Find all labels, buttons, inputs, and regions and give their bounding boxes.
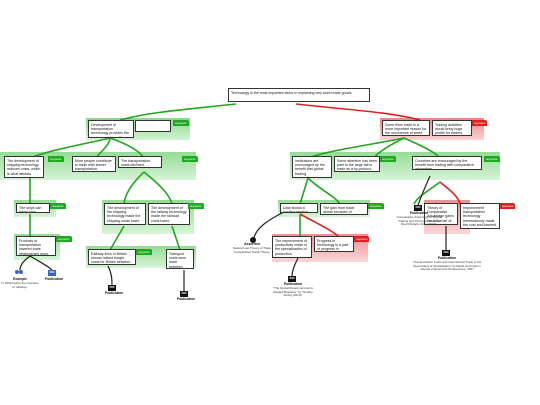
link-src-pub5 xyxy=(417,175,431,207)
node-more-attention[interactable]: Some attention has been paid to the larg… xyxy=(334,156,380,172)
node-institutions[interactable]: Institutions are encouraged by the benef… xyxy=(292,156,332,178)
node-trade-flows[interactable]: Data shows a positive relation with prod… xyxy=(280,203,318,213)
node-transport-costs[interactable]: Transport costs were lower between Chica… xyxy=(166,249,194,269)
node-other-factors[interactable]: Some think trade is a more important rea… xyxy=(382,120,430,136)
node-improvement-productivity[interactable]: The improvement of productivity made in … xyxy=(272,236,312,258)
src-pub5-text: Comparative Advantage of Global Trading … xyxy=(396,214,442,227)
supports-tab-10: supports xyxy=(136,249,152,255)
link-l3b-l4 xyxy=(109,225,125,251)
link-l3c-l4 xyxy=(171,225,181,251)
node-goods-transports[interactable]: Products of transportation lowered trade… xyxy=(16,236,56,256)
node-more-integration[interactable]: Improvement transportation technology tr… xyxy=(460,203,500,229)
link-root-left xyxy=(119,103,237,121)
src-pub5-type: Publication xyxy=(409,211,429,215)
link-l2d-l3 xyxy=(299,177,309,205)
opposes-tab-3: opposes xyxy=(354,236,370,242)
src-pub4-type: Publication xyxy=(283,282,303,286)
publication-icon-5 xyxy=(414,205,422,211)
supports-tab-3: supports xyxy=(182,156,198,162)
src-pub4-text: "The Global Poverty Economy Regard Busin… xyxy=(272,285,314,298)
supports-tab-5: supports xyxy=(484,156,500,162)
node-trans-lower[interactable]: The transportation costs declined. xyxy=(118,156,162,168)
src-pub1[interactable]: Publication xyxy=(42,277,66,282)
src-pub6-type: Publication xyxy=(437,256,457,260)
supports-tab: supports xyxy=(173,120,189,126)
src-pub2[interactable]: Publication xyxy=(102,291,126,296)
assertion-icon xyxy=(250,237,256,243)
link-other-l2a xyxy=(307,137,405,159)
src-pub3-type: Publication xyxy=(176,297,196,301)
src-pub3[interactable]: Publication xyxy=(174,297,198,302)
link-l2f-l3a xyxy=(413,181,441,205)
node-tech-shipping-cost2[interactable]: The development of the shipping technolo… xyxy=(104,203,146,225)
example-icon xyxy=(15,270,23,274)
node-blank-left[interactable] xyxy=(135,120,171,132)
link-src-example xyxy=(19,255,31,271)
root-claim[interactable]: Technology is the most important factor … xyxy=(228,88,370,102)
src-example-type: Example xyxy=(13,277,27,281)
publication-icon-6 xyxy=(442,250,450,256)
node-tech-transport[interactable]: Development of transportation technology… xyxy=(88,120,134,138)
src-pub2-type: Publication xyxy=(104,291,124,295)
node-tech-long-distance[interactable]: The ships can travel long distance. xyxy=(16,203,50,213)
supports-tab-4: supports xyxy=(380,156,396,162)
supports-tab-8: supports xyxy=(368,203,384,209)
src-ques-text: Natural Law Theory of Trade Comparative … xyxy=(233,245,271,254)
link-l2c-l3b xyxy=(143,171,173,205)
node-tech-shipping-costs[interactable]: The development of shipping technology r… xyxy=(4,156,44,178)
src-pub6-text: "Transportation Costs and International … xyxy=(412,259,482,272)
node-countries-encouraged[interactable]: Countries are encouraged by the benefit … xyxy=(412,156,482,170)
node-britain[interactable]: Railway links in Britain almost halved f… xyxy=(88,249,136,265)
link-tech-l2a xyxy=(29,137,111,159)
publication-icon xyxy=(48,270,56,276)
supports-tab-2: supports xyxy=(48,156,64,162)
node-more-people[interactable]: More people contribute to trade with slo… xyxy=(72,156,116,172)
supports-tab-9: supports xyxy=(56,236,72,242)
node-gain-from-trade[interactable]: The gain from trade allows because of sp… xyxy=(320,203,368,215)
supports-tab-6: supports xyxy=(50,203,66,209)
link-src-pub1 xyxy=(29,255,53,271)
publication-icon-4 xyxy=(288,276,296,282)
node-tech-railway[interactable]: The development of the railway technolog… xyxy=(148,203,190,225)
link-src-ques xyxy=(253,211,285,239)
link-l2d-l3b xyxy=(307,177,341,205)
src-pub4[interactable]: Publication"The Global Poverty Economy R… xyxy=(270,282,316,298)
opposes-tab: opposes xyxy=(472,120,488,126)
src-example-text: In 1800 before the invention of railways… xyxy=(1,280,39,289)
publication-icon-2 xyxy=(108,285,116,291)
src-pub6[interactable]: Publication"Transportation Costs and Int… xyxy=(412,256,482,272)
link-l2c-l3a xyxy=(123,171,145,205)
link-l2f-l3b xyxy=(439,181,461,205)
node-theory[interactable]: Theory of Comparative Advantage gains th… xyxy=(424,203,458,225)
link-src-pub4 xyxy=(291,257,299,277)
src-ques-type: Assertion xyxy=(244,242,260,246)
opposes-tab-2: opposes xyxy=(500,203,516,209)
supports-tab-7: supports xyxy=(188,203,204,209)
publication-icon-3 xyxy=(180,291,188,297)
link-root-right xyxy=(295,103,421,121)
link-src-pub2 xyxy=(107,265,113,287)
node-trading-activities[interactable]: Trading activities would bring huge prof… xyxy=(432,120,472,136)
src-pub1-type: Publication xyxy=(44,277,64,281)
node-progress-tech[interactable]: Progress in technology is a part of prog… xyxy=(314,236,354,252)
